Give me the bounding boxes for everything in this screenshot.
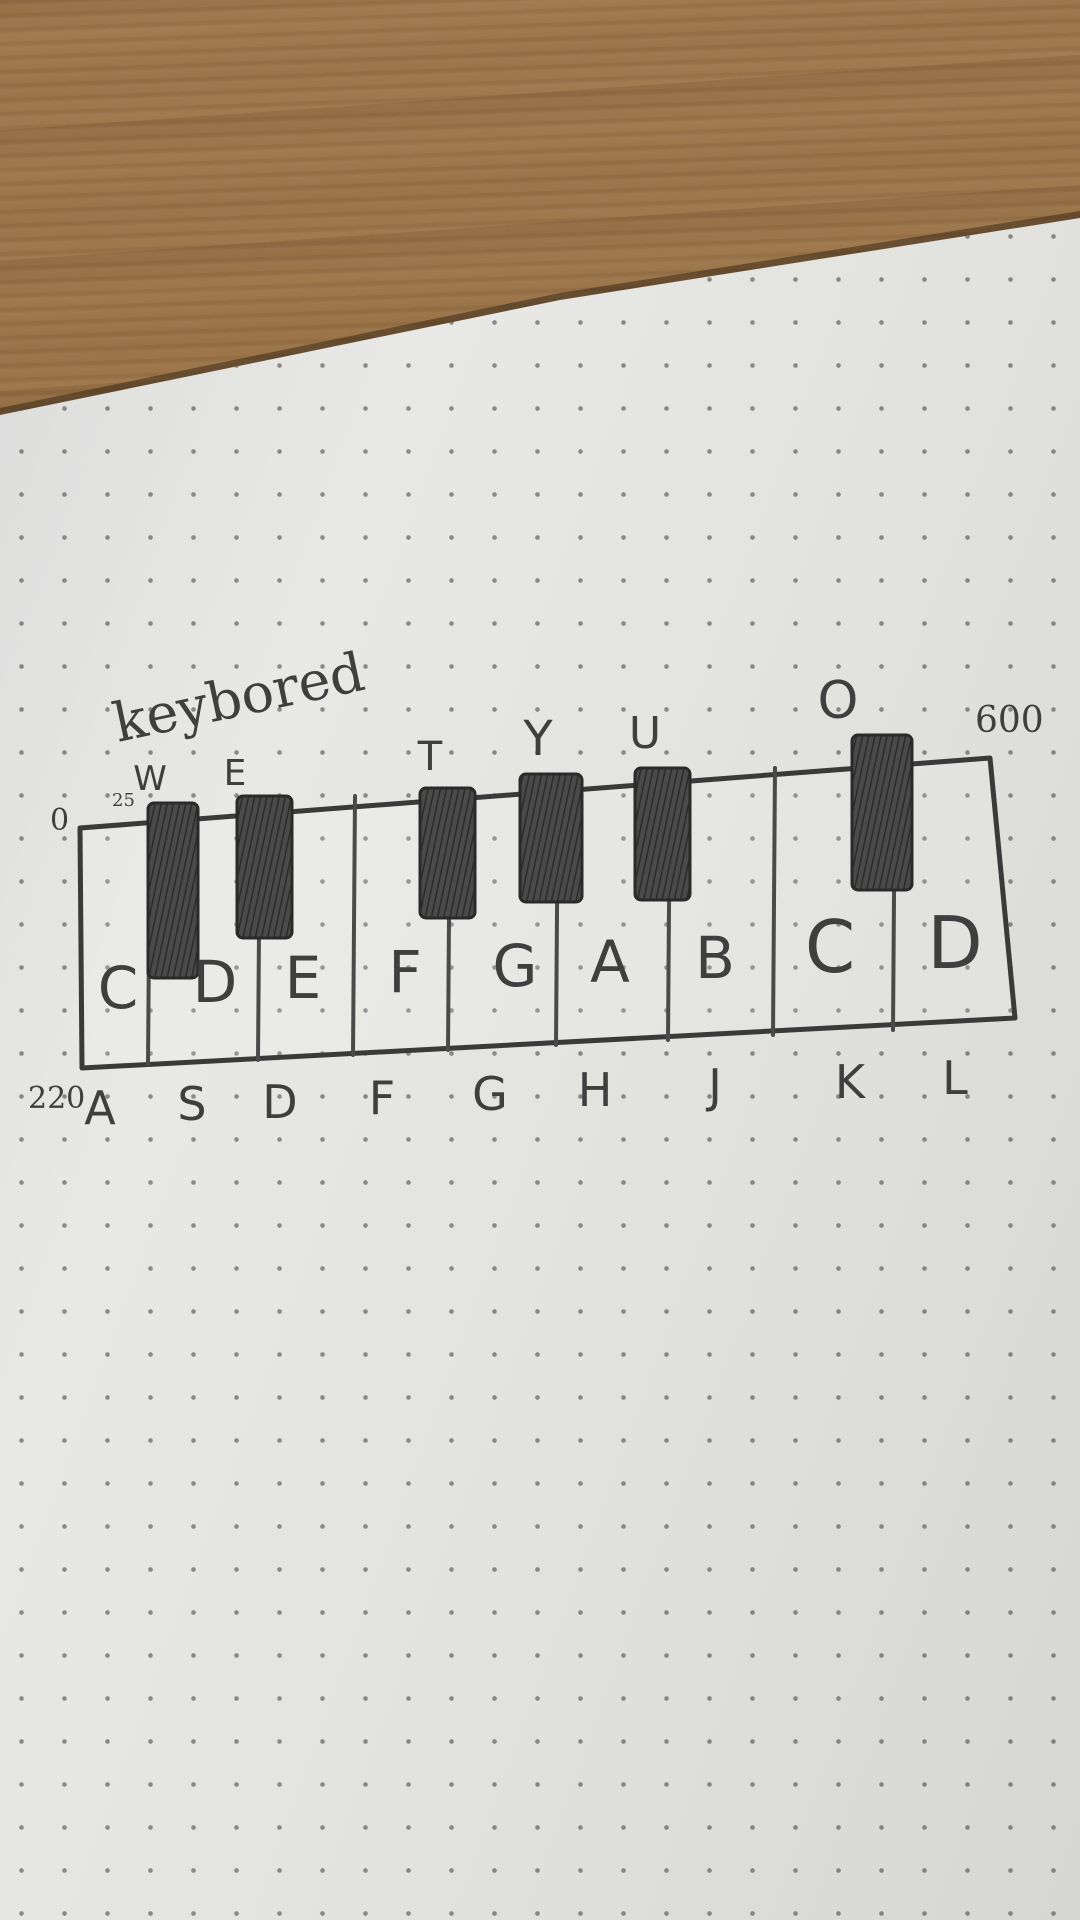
sketch-title: keybored	[108, 640, 370, 755]
note-label-g-5: G	[493, 932, 538, 1000]
shortcut-label-a: A	[84, 1081, 116, 1135]
note-label-a-6: A	[590, 928, 630, 996]
black-key-4	[518, 772, 584, 904]
note-label-d-2: D	[193, 948, 238, 1016]
shortcut-label-e: E	[224, 753, 247, 794]
black-key-6	[850, 733, 914, 892]
shortcut-label-l: L	[942, 1051, 968, 1105]
height-label: 220	[28, 1081, 85, 1116]
shortcut-label-f: F	[369, 1071, 395, 1125]
shortcut-label-o: O	[818, 671, 859, 731]
black-keys	[146, 733, 914, 980]
note-label-c-1: C	[98, 954, 139, 1022]
shortcut-label-u: U	[629, 708, 661, 759]
note-label-c-8: C	[805, 905, 855, 989]
black-key-2	[235, 794, 294, 940]
shortcut-label-h: H	[578, 1063, 613, 1117]
black-key-shortcuts: W E T Y U O	[133, 671, 858, 799]
note-label-e-3: E	[285, 944, 322, 1012]
shortcut-label-j: J	[705, 1059, 722, 1113]
shortcut-label-w: W	[133, 759, 167, 799]
range-start-label: 0	[50, 803, 69, 838]
small-dimension-label: 25	[112, 790, 135, 811]
shortcut-label-d: D	[262, 1075, 297, 1129]
key-divider-7	[771, 766, 777, 1037]
shortcut-label-t: T	[417, 734, 443, 780]
black-key-3	[418, 786, 477, 920]
black-key-1	[146, 801, 200, 980]
key-divider-3	[351, 794, 357, 1057]
shortcut-label-k: K	[835, 1055, 867, 1109]
shortcut-label-y: Y	[522, 711, 553, 767]
shortcut-label-s: S	[177, 1077, 206, 1131]
shortcut-label-g: G	[472, 1067, 508, 1121]
note-label-d-9: D	[927, 901, 982, 985]
range-end-label: 600	[975, 700, 1044, 741]
black-key-5	[633, 766, 692, 902]
note-label-b-7: B	[695, 924, 735, 992]
note-label-f-4: F	[388, 938, 421, 1006]
